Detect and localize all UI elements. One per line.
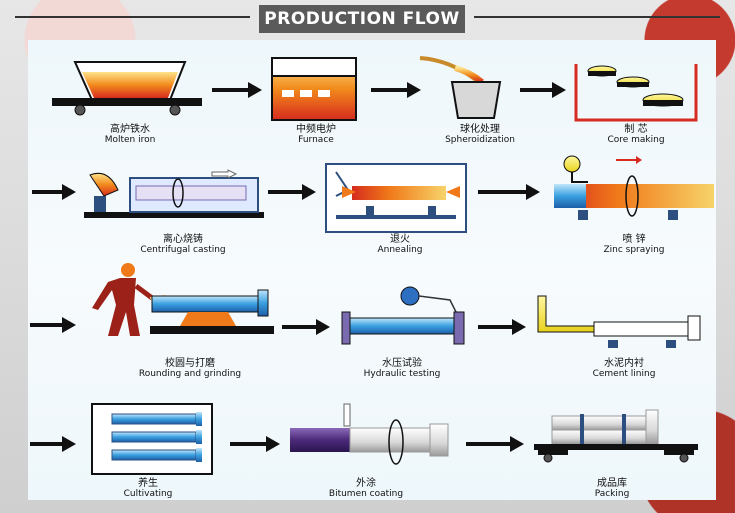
arrow xyxy=(520,82,566,98)
bitumen-coating-illustration xyxy=(290,403,449,465)
page-title: PRODUCTION FLOW xyxy=(259,5,465,33)
cement-lining-illustration xyxy=(537,295,701,348)
cultivating-illustration xyxy=(91,403,213,475)
annealing-illustration xyxy=(325,163,467,233)
arrow xyxy=(466,436,524,452)
arrow xyxy=(30,317,76,333)
arrow xyxy=(478,184,540,200)
arrow xyxy=(230,436,280,452)
arrow xyxy=(268,184,316,200)
header-line-right xyxy=(474,16,720,18)
arrow xyxy=(371,82,421,98)
header-line-left xyxy=(15,16,250,18)
arrow xyxy=(212,82,262,98)
spheroidization-illustration xyxy=(419,56,502,119)
arrow xyxy=(32,184,76,200)
zinc-spraying-illustration xyxy=(554,155,714,220)
furnace-illustration xyxy=(271,57,357,121)
core-making-illustration xyxy=(574,64,698,122)
packing-illustration xyxy=(534,409,698,463)
arrow xyxy=(282,319,330,335)
arrow xyxy=(478,319,526,335)
centrifugal-casting-illustration xyxy=(84,169,264,218)
molten-iron-illustration xyxy=(52,61,202,116)
hydraulic-testing-illustration xyxy=(341,286,465,345)
arrow xyxy=(30,436,76,452)
rounding-grinding-illustration xyxy=(92,263,274,336)
header: PRODUCTION FLOW xyxy=(0,0,735,40)
